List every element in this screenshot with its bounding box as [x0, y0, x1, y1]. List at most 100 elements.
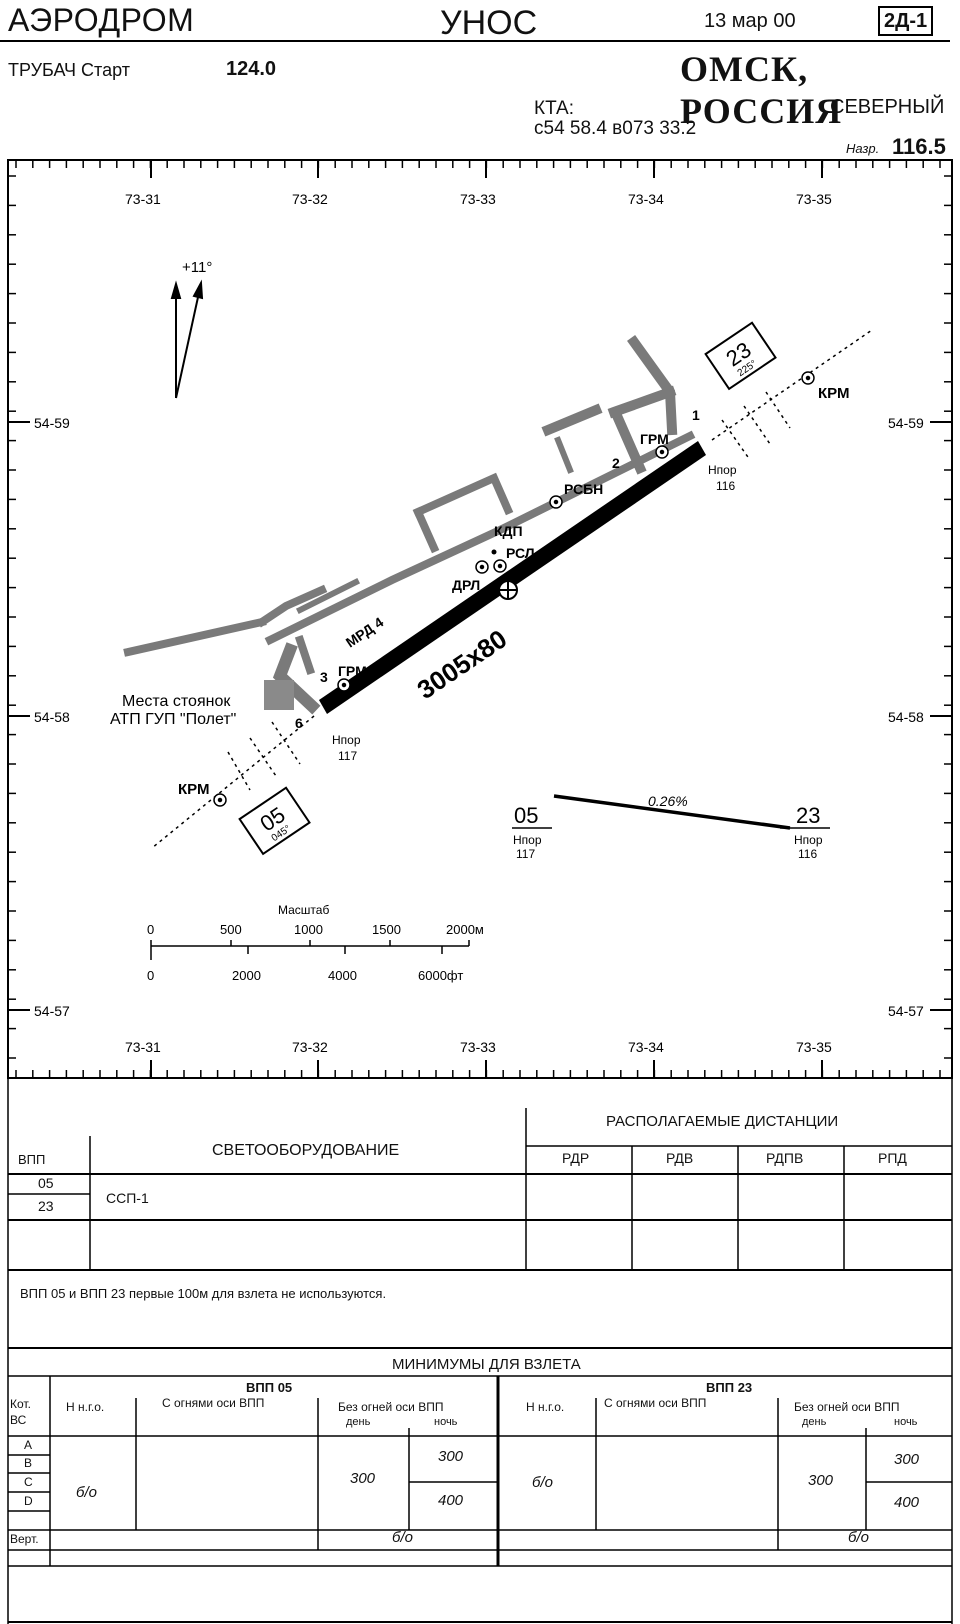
taxiway-2-label: 2 [612, 455, 620, 471]
lon-label-top-5: 73-35 [796, 191, 832, 207]
approach-lights-23 [711, 329, 873, 461]
lon-label-bottom-3: 73-33 [460, 1039, 496, 1055]
scale-title: Масштаб [278, 903, 329, 917]
rwy05-day-header: день [346, 1416, 371, 1428]
hpor-05-label: Hпор [332, 733, 361, 747]
hpor-05-value: 117 [338, 749, 357, 763]
grm-23-label: ГРМ [640, 431, 669, 447]
header-center-title: УНОС [440, 4, 538, 42]
taxiway-1-label: 1 [692, 407, 700, 423]
profile-05-hpor-label: Hпор [513, 833, 542, 847]
lon-label-bottom-1: 73-31 [125, 1039, 161, 1055]
rsbn-label: РСБН [564, 481, 603, 497]
profile-05-label: 05 [514, 803, 538, 828]
kdp-marker-icon [491, 549, 497, 555]
lon-label-top-4: 73-34 [628, 191, 664, 207]
lat-label-left-1: 54-59 [34, 415, 70, 431]
header-rule [0, 40, 950, 42]
header-date: 13 мар 00 [704, 10, 796, 32]
col-rpd: РПД [878, 1150, 907, 1166]
rwy23-nngo-value: б/о [532, 1474, 553, 1491]
rwy23-day-header: день [802, 1416, 827, 1428]
scale-m-1500: 1500 [372, 922, 401, 937]
scale-ft-6000: 6000фт [418, 968, 463, 983]
lon-label-top-3: 73-33 [460, 191, 496, 207]
drl-label: ДРЛ [452, 577, 480, 593]
available-distances-header: РАСПОЛАГАЕМЫЕ ДИСТАНЦИИ [606, 1113, 839, 1130]
scale-ft-2000: 2000 [232, 968, 261, 983]
magnetic-variation: +11° [182, 259, 212, 276]
krm-23-label: КРМ [818, 385, 849, 402]
category-a: A [24, 1438, 33, 1452]
rwy05-nngo-header: Н н.г.о. [66, 1400, 105, 1414]
scale-m-500: 500 [220, 922, 242, 937]
hpor-23-label: Hпор [708, 463, 737, 477]
parking-label-1: Места стоянок [122, 693, 231, 710]
map-frame [7, 159, 953, 1079]
hpor-23-value: 116 [716, 479, 735, 493]
airport-name: СЕВЕРНЫЙ [830, 96, 945, 118]
city-title: ОМСК, РОССИЯ [680, 49, 843, 131]
category-c: C [24, 1475, 33, 1489]
rwy05-with-lights-header: С огнями оси ВПП [162, 1396, 265, 1410]
rwy23-night-header: ночь [894, 1416, 918, 1428]
minimums-title: МИНИМУМЫ ДЛЯ ВЗЛЕТА [392, 1356, 581, 1373]
runway-profile: 05 23 0.26% Hпор 117 Hпор 116 [512, 793, 830, 861]
runway-23-box: 23 225° [704, 321, 777, 391]
lon-label-top-2: 73-32 [292, 191, 328, 207]
rwy05-night-value-ab: 300 [438, 1448, 464, 1465]
profile-23-hpor-value: 116 [798, 847, 817, 861]
lighting-value: ССП-1 [106, 1190, 149, 1206]
header-left-title: АЭРОДРОМ [8, 2, 195, 38]
col-rdv: РДВ [666, 1150, 694, 1166]
mrd4-label: МРД 4 [343, 614, 387, 651]
rwy23-night-value-cd: 400 [894, 1494, 920, 1511]
category-vert: Верт. [10, 1532, 39, 1546]
runway [319, 441, 706, 714]
lat-label-right-1: 54-59 [888, 415, 924, 431]
navaid-markers [213, 371, 815, 807]
profile-23-label: 23 [796, 803, 820, 828]
rwy05-without-lights-header: Без огней оси ВПП [338, 1400, 444, 1414]
lon-label-bottom-4: 73-34 [628, 1039, 664, 1055]
rwy-col-header: ВПП [18, 1152, 46, 1167]
rwy05-night-header: ночь [434, 1416, 458, 1428]
scale-ft-0: 0 [147, 968, 154, 983]
lat-label-right-3: 54-57 [888, 1003, 924, 1019]
rwy05-nngo-value: б/о [76, 1484, 97, 1501]
lon-label-bottom-5: 73-35 [796, 1039, 832, 1055]
lon-label-bottom-2: 73-32 [292, 1039, 328, 1055]
profile-23-hpor-label: Hпор [794, 833, 823, 847]
rwy23-vert-value: б/о [848, 1529, 869, 1546]
col-rdpv: РДПВ [766, 1150, 804, 1166]
rwy23-header: ВПП 23 [706, 1380, 753, 1395]
grid-marks [8, 160, 952, 1078]
parking-apron [264, 680, 294, 710]
profile-05-hpor-value: 117 [516, 847, 535, 861]
col-rdr: РДР [562, 1150, 590, 1166]
scale-m-0: 0 [147, 922, 154, 937]
parking-label-2: АТП ГУП "Полет" [110, 711, 236, 728]
atis-frequency: 116.5 [892, 134, 946, 159]
lat-label-left-3: 54-57 [34, 1003, 70, 1019]
chart-id-badge: 2Д-1 [878, 6, 934, 36]
scale-ft-4000: 4000 [328, 968, 357, 983]
grm-05-label: ГРМ [338, 663, 367, 679]
lat-label-left-2: 54-58 [34, 709, 70, 725]
rwy23-without-lights-header: Без огней оси ВПП [794, 1400, 900, 1414]
category-d: D [24, 1494, 33, 1508]
kta-coords: с54 58.4 в073 33.2 [534, 118, 697, 139]
runway-05-box: 05 045° [238, 786, 311, 856]
scale-m-1000: 1000 [294, 922, 323, 937]
lon-label-top-1: 73-31 [125, 191, 161, 207]
rwy05-vert-value: б/о [392, 1529, 413, 1546]
atis-label: Назр. [846, 141, 880, 156]
distances-rwy-23: 23 [38, 1198, 54, 1214]
scale-m-2000: 2000м [446, 922, 484, 937]
aerodrome-map: 73-31 73-32 73-33 73-34 73-35 73-31 73-3… [7, 159, 953, 1079]
rwy05-night-value-cd: 400 [438, 1492, 464, 1509]
tower-label: ТРУБАЧ Старт [8, 60, 130, 80]
taxiway-network [123, 335, 696, 715]
krm-05-label: КРМ [178, 781, 209, 798]
profile-slope: 0.26% [648, 793, 688, 809]
